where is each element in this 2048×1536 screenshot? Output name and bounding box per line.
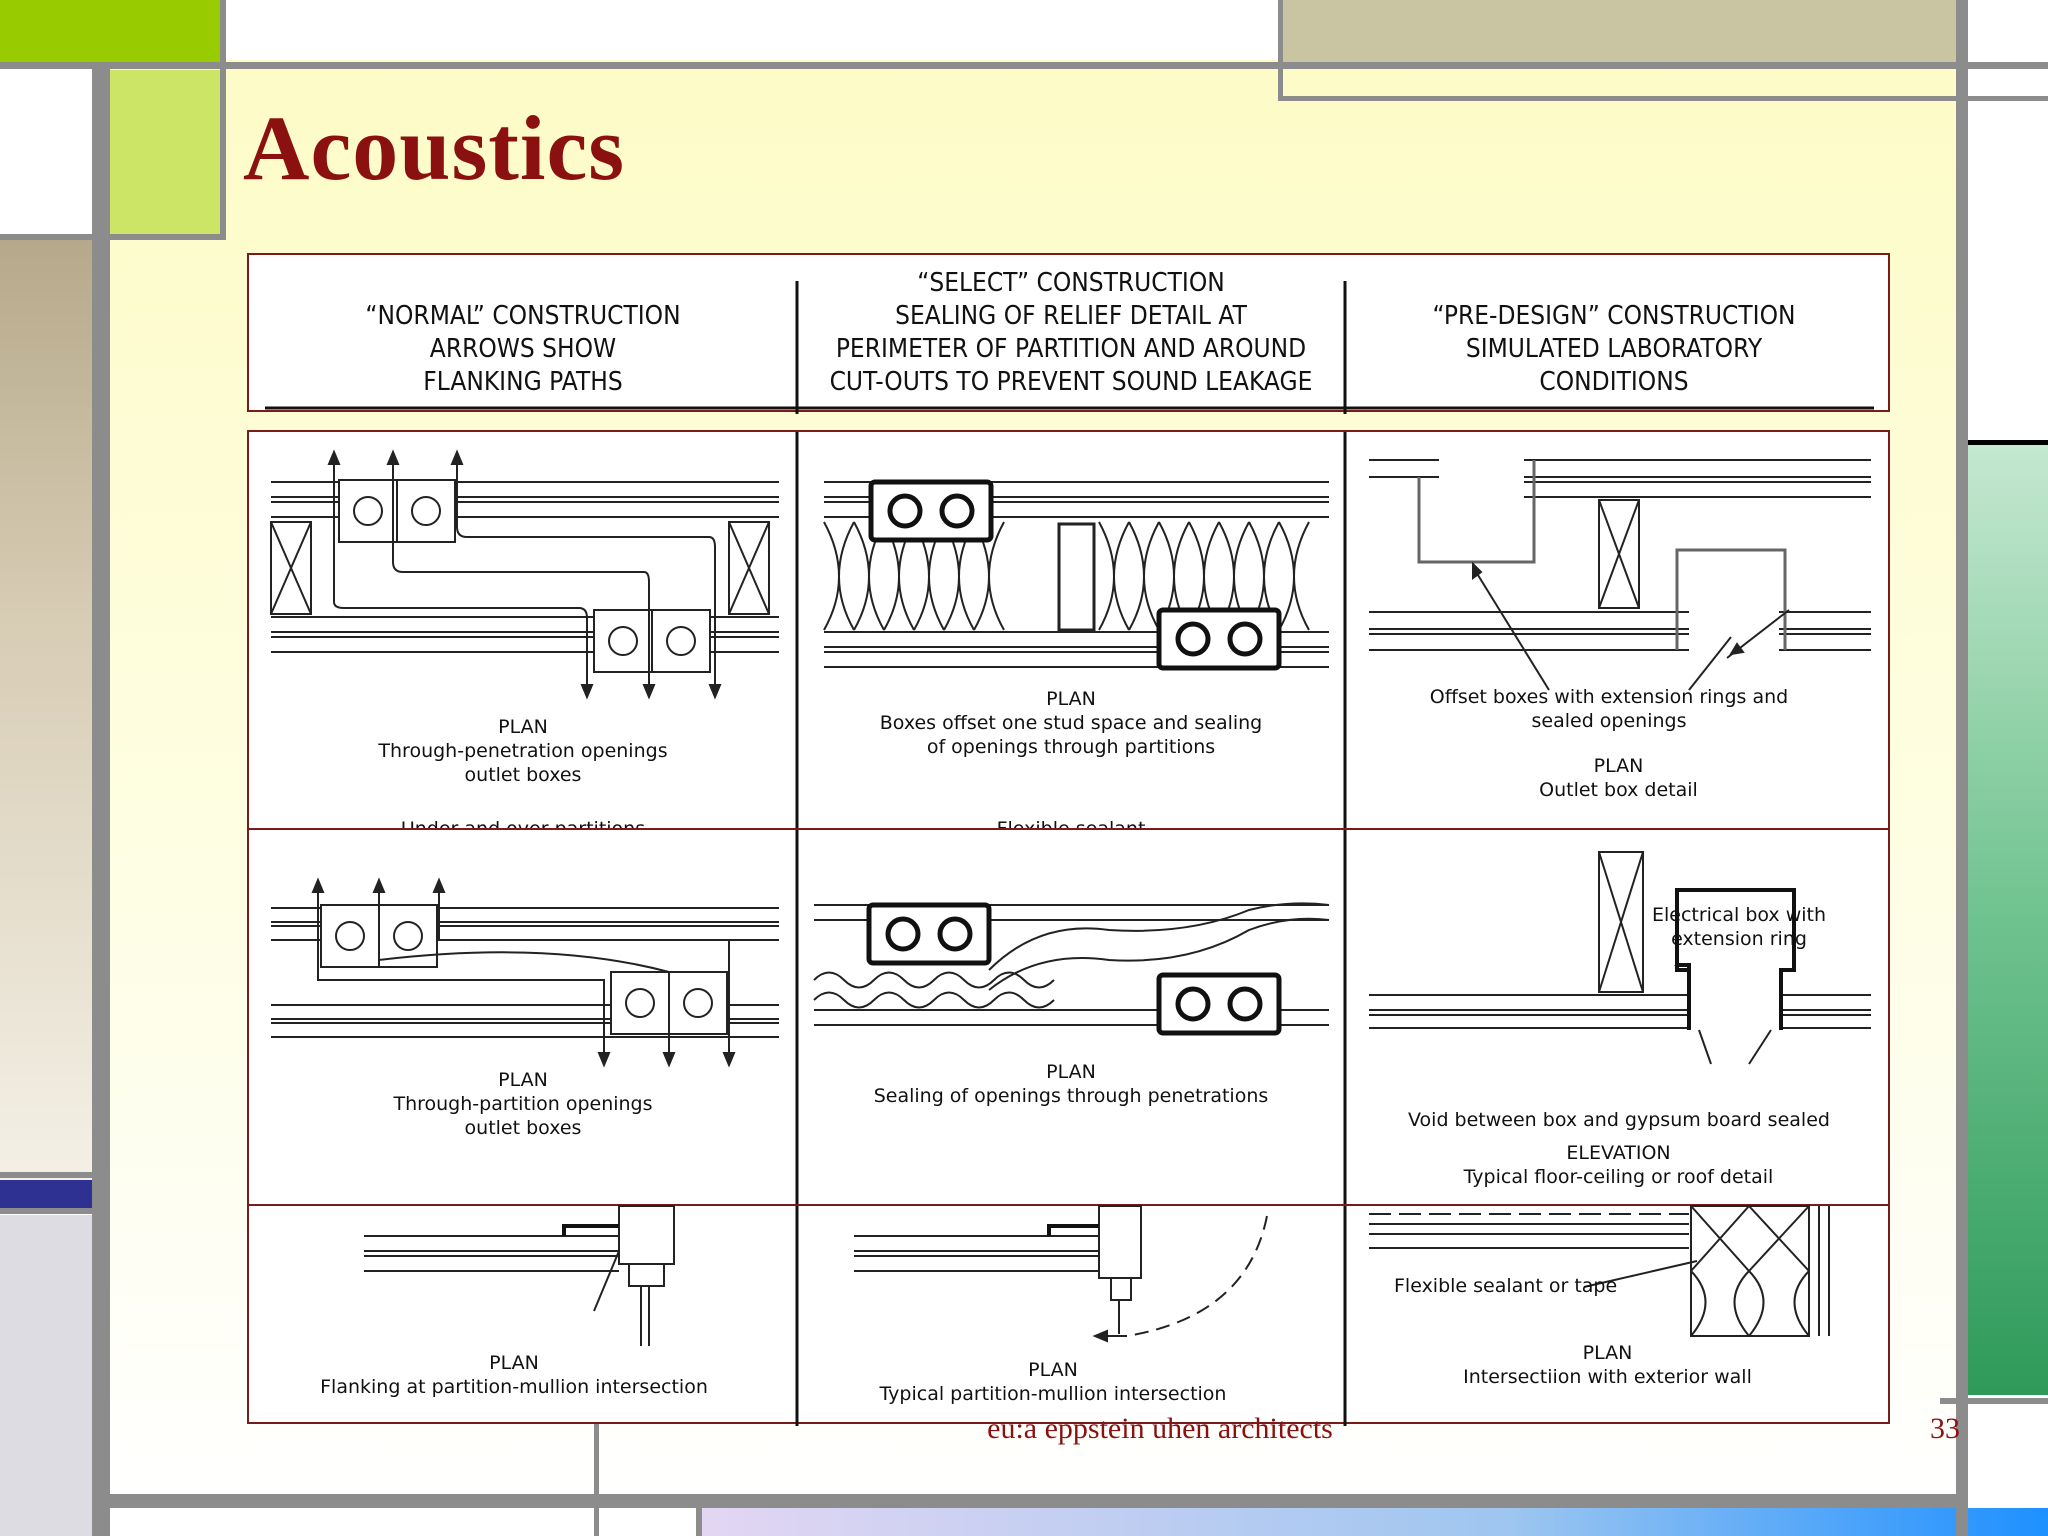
frame-bar-bottom bbox=[92, 1494, 1968, 1508]
header-line: ARROWS SHOW bbox=[429, 334, 617, 364]
row3-c1-caption: PLAN Flanking at partition-mullion inter… bbox=[249, 1351, 779, 1399]
row2-c1-caption: PLAN Through-partition openings outlet b… bbox=[249, 1068, 797, 1140]
bottom-gradient-strip bbox=[700, 1508, 2048, 1536]
header-line: CUT-OUTS TO PREVENT SOUND LEAKAGE bbox=[829, 367, 1313, 397]
frame-bar-top bbox=[0, 62, 2048, 69]
caption-line: PLAN bbox=[498, 1069, 548, 1091]
caption-line: of openings through partitions bbox=[926, 736, 1216, 758]
caption-line: Intersectiion with exterior wall bbox=[1463, 1366, 1752, 1388]
row2-c3-caption: ELEVATION Typical floor-ceiling or roof … bbox=[1345, 1141, 1892, 1189]
note-line: extension ring bbox=[1671, 928, 1807, 950]
frame-bar-left-navy2 bbox=[0, 1208, 96, 1214]
lavender-block bbox=[0, 1215, 92, 1536]
green-gradient-strip bbox=[1968, 445, 2048, 1395]
caption-line: PLAN bbox=[1028, 1359, 1078, 1381]
caption-line: Outlet box detail bbox=[1539, 779, 1698, 801]
header-line: SEALING OF RELIEF DETAIL AT bbox=[895, 301, 1247, 331]
footer-firm-name: eu:a eppstein uhen architects bbox=[987, 1412, 1333, 1445]
row2-c3-note: Electrical box with extension ring bbox=[1639, 903, 1839, 951]
black-accent-line bbox=[1960, 440, 2048, 445]
drawing-row-1: PLAN Through-penetration openings outlet… bbox=[247, 430, 1892, 832]
row2-c3-void-note: Void between box and gypsum board sealed bbox=[1408, 1109, 1830, 1131]
frame-bar-bottom-div bbox=[594, 1400, 599, 1536]
note-line: Offset boxes with extension rings and bbox=[1429, 686, 1789, 708]
row1-c2-cut-label: Flexible sealant bbox=[996, 818, 1146, 831]
frame-bar-left-block bbox=[0, 234, 226, 240]
khaki-block bbox=[1280, 0, 1958, 64]
caption-line: Through-penetration openings bbox=[378, 740, 668, 762]
caption-line: PLAN bbox=[489, 1352, 539, 1374]
frame-bar-left-outer bbox=[92, 62, 110, 1536]
caption-line: PLAN bbox=[1582, 1342, 1633, 1364]
table-header-panel: “NORMAL” CONSTRUCTION ARROWS SHOW FLANKI… bbox=[247, 253, 1890, 414]
header-grid-lines bbox=[265, 281, 1874, 414]
header-line: “SELECT” CONSTRUCTION bbox=[917, 268, 1225, 298]
caption-line: Through-partition openings bbox=[393, 1093, 653, 1115]
note-line: sealed openings bbox=[1531, 710, 1687, 732]
frame-bar-right-low bbox=[1940, 1398, 2048, 1404]
frame-bar-right bbox=[1956, 0, 1968, 1536]
row1-c1-caption: PLAN Through-penetration openings outlet… bbox=[249, 715, 797, 787]
light-lime-block bbox=[110, 70, 220, 238]
page-number: 33 bbox=[1930, 1412, 1960, 1445]
caption-line: Typical floor-ceiling or roof detail bbox=[1463, 1166, 1774, 1188]
header-line: SIMULATED LABORATORY bbox=[1465, 334, 1763, 364]
row1-c3-caption: PLAN Outlet box detail bbox=[1345, 754, 1892, 802]
row1-c2-caption: PLAN Boxes offset one stud space and sea… bbox=[797, 687, 1345, 759]
row2-c2-caption: PLAN Sealing of openings through penetra… bbox=[797, 1060, 1345, 1108]
note-line: Electrical box with bbox=[1651, 904, 1827, 926]
caption-line: outlet boxes bbox=[464, 1117, 582, 1139]
caption-line: PLAN bbox=[1593, 755, 1644, 777]
header-line: PERIMETER OF PARTITION AND AROUND bbox=[835, 334, 1307, 364]
header-line: “NORMAL” CONSTRUCTION bbox=[365, 301, 681, 331]
header-line: FLANKING PATHS bbox=[423, 367, 623, 397]
caption-line: Flanking at partition-mullion intersecti… bbox=[320, 1376, 708, 1398]
slide-title: Acoustics bbox=[243, 97, 626, 199]
caption-line: PLAN bbox=[1046, 688, 1096, 710]
caption-line: Typical partition-mullion intersection bbox=[879, 1383, 1227, 1405]
caption-line: PLAN bbox=[1046, 1061, 1096, 1083]
caption-line: Sealing of openings through penetrations bbox=[873, 1085, 1269, 1107]
row3-drawings bbox=[364, 1205, 1830, 1426]
row1-drawings bbox=[270, 432, 1871, 832]
frame-bar-khaki-left bbox=[1278, 0, 1283, 101]
header-pre-design: “PRE-DESIGN” CONSTRUCTION SIMULATED LABO… bbox=[1376, 300, 1853, 399]
row1-c1-cut-label: Under and over partitions bbox=[400, 818, 646, 831]
frame-bar-left-inner bbox=[220, 0, 226, 240]
caption-line: outlet boxes bbox=[464, 764, 582, 786]
drawing-row-3: PLAN Flanking at partition-mullion inter… bbox=[247, 1204, 1890, 1426]
row2-drawings bbox=[271, 830, 1871, 1208]
drawing-row-2: PLAN Through-partition openings outlet b… bbox=[247, 828, 1892, 1208]
row3-c2-caption: PLAN Typical partition-mullion intersect… bbox=[779, 1358, 1327, 1406]
caption-line: ELEVATION bbox=[1566, 1142, 1671, 1164]
frame-bar-bottom-div2 bbox=[696, 1505, 702, 1536]
row1-c3-note: Offset boxes with extension rings and se… bbox=[1349, 685, 1869, 733]
tan-gradient-strip bbox=[0, 240, 92, 1180]
header-line: “PRE-DESIGN” CONSTRUCTION bbox=[1432, 301, 1796, 331]
row3-c3-note: Flexible sealant or tape bbox=[1394, 1275, 1618, 1297]
navy-block bbox=[0, 1180, 92, 1208]
header-select: “SELECT” CONSTRUCTION SEALING OF RELIEF … bbox=[824, 267, 1317, 399]
row3-c3-caption: PLAN Intersectiion with exterior wall bbox=[1334, 1341, 1881, 1389]
lime-block bbox=[0, 0, 222, 64]
frame-bar-top-right bbox=[1278, 96, 2048, 101]
caption-line: PLAN bbox=[498, 716, 548, 738]
header-normal: “NORMAL” CONSTRUCTION ARROWS SHOW FLANKI… bbox=[285, 300, 760, 399]
header-line: CONDITIONS bbox=[1539, 367, 1689, 397]
frame-bar-left-navy bbox=[0, 1172, 96, 1178]
caption-line: Boxes offset one stud space and sealing bbox=[879, 712, 1263, 734]
